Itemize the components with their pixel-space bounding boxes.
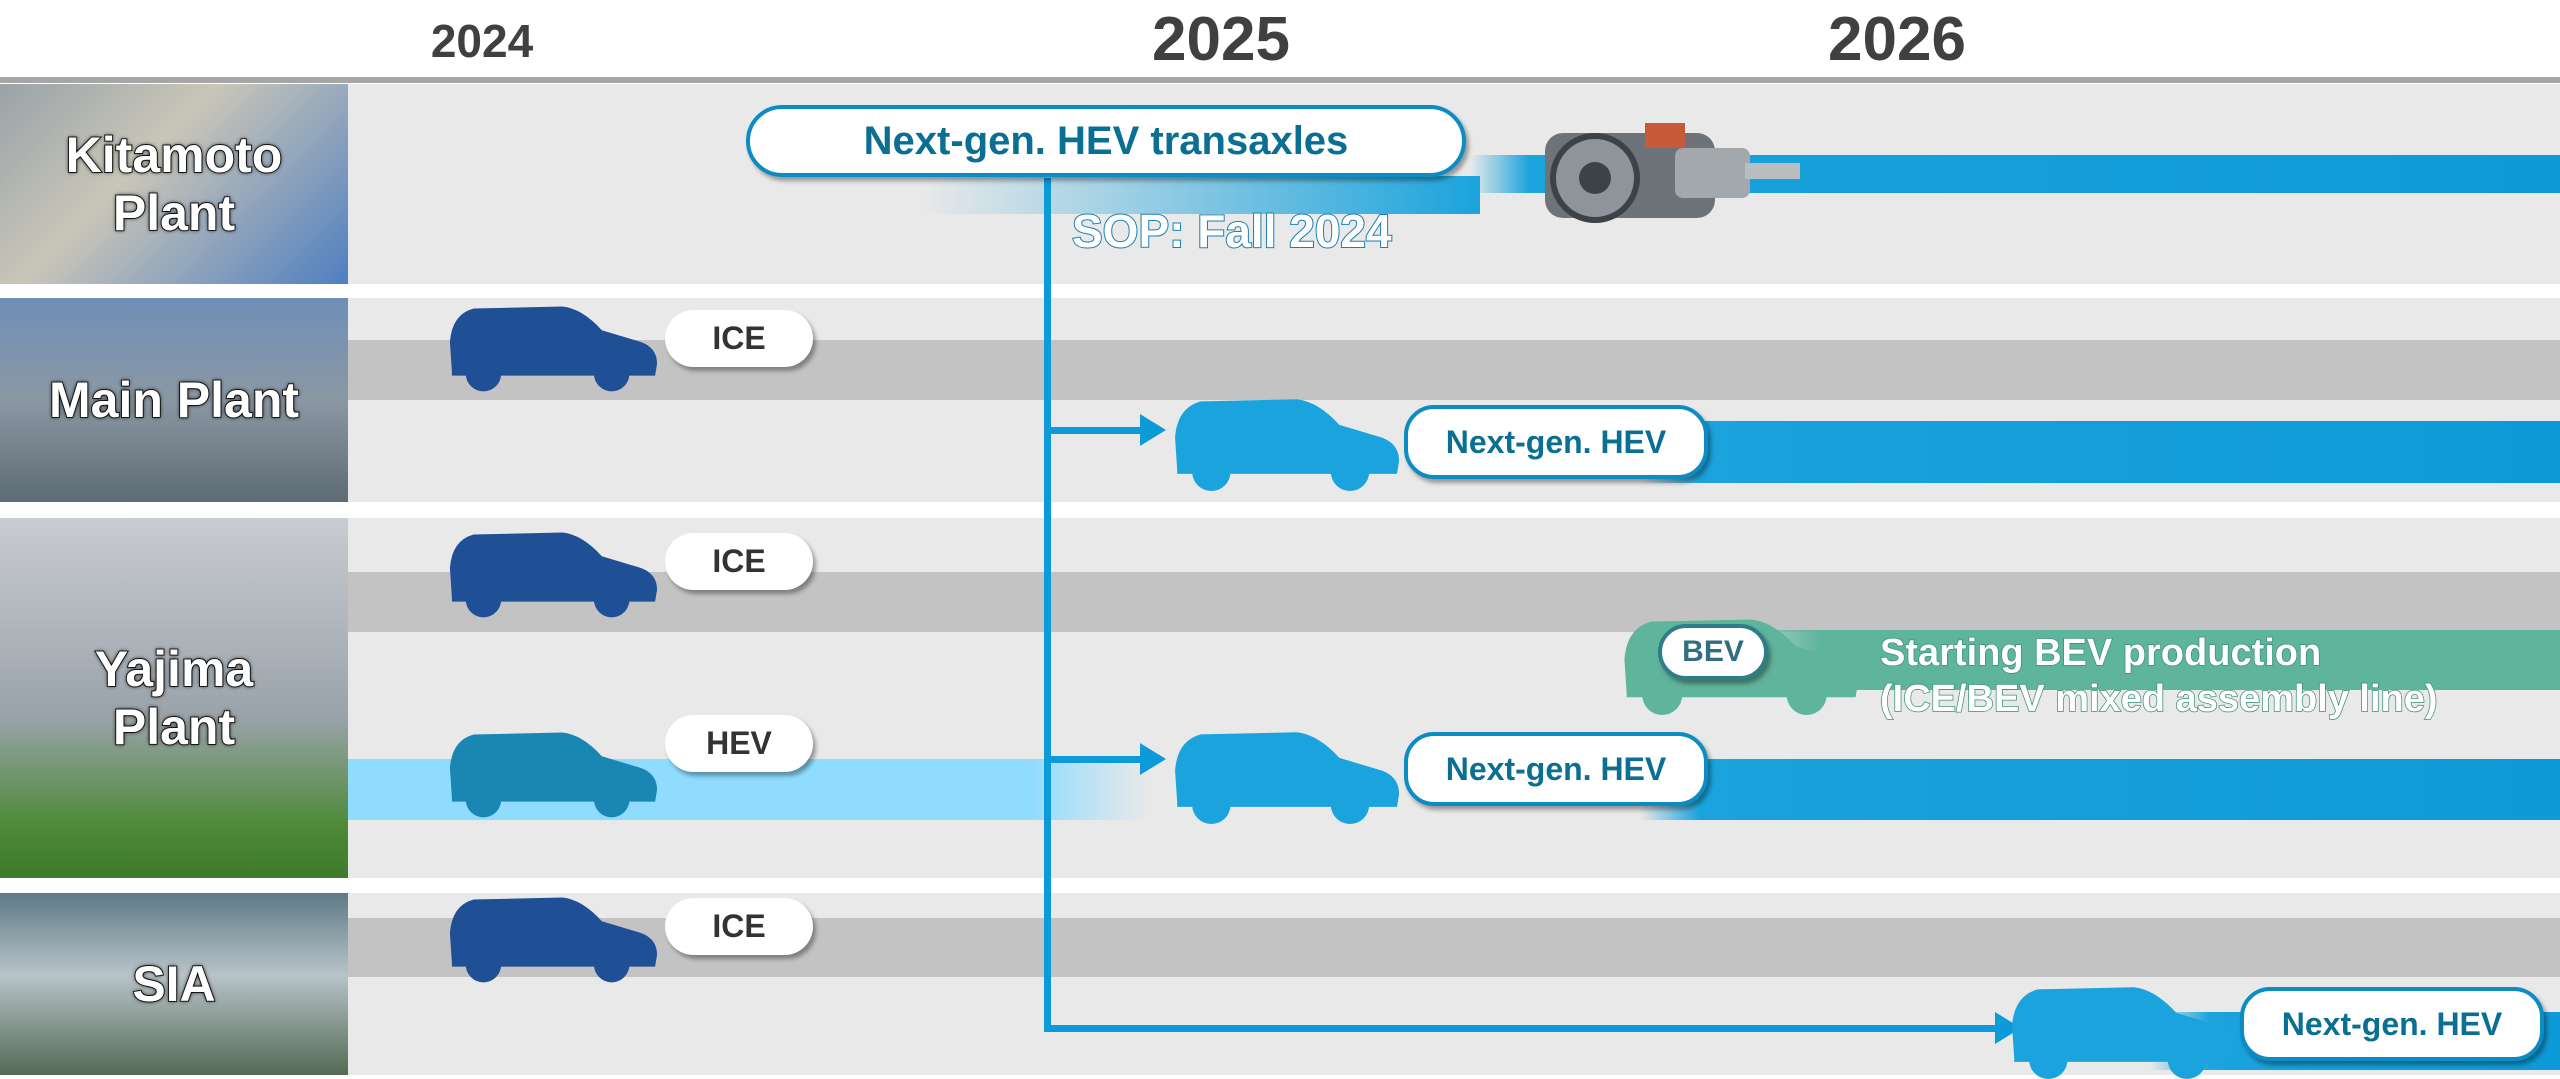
sia-plant-photo: SIA: [0, 893, 348, 1075]
connector-yajima: [1044, 756, 1149, 763]
hev-label: HEV: [665, 715, 813, 772]
arrow-main-icon: [1140, 414, 1166, 446]
next-gen-hev-car-icon: [1168, 728, 1404, 824]
next-gen-hev-label: Next-gen. HEV: [1404, 405, 1708, 479]
plant-name-sia: SIA: [131, 955, 216, 1013]
next-gen-hev-label: Next-gen. HEV: [1404, 732, 1708, 806]
bev-note-line2: (ICE/BEV mixed assembly line): [1879, 677, 2438, 721]
plant-name-kitamoto: Kitamoto Plant: [65, 126, 284, 242]
bev-note: Starting BEV production (ICE/BEV mixed a…: [1879, 630, 2438, 722]
lane-kitamoto-fade: [920, 176, 1480, 214]
year-2024: 2024: [430, 15, 534, 67]
transaxle-label: Next-gen. HEV transaxles: [746, 105, 1466, 177]
lane-yajima-nextgen: [1640, 759, 2560, 820]
yajima-plant-photo: Yajima Plant: [0, 518, 348, 878]
year-2025: 2025: [1152, 5, 1290, 74]
sop-label: SOP: Fall 2024: [1071, 204, 1393, 258]
sop-connector-vertical: [1044, 178, 1051, 1032]
header-divider: [0, 77, 2560, 83]
ice-car-icon: [444, 302, 661, 392]
plant-name-main: Main Plant: [48, 371, 300, 429]
arrow-yajima-icon: [1140, 743, 1166, 775]
ice-car-icon: [444, 893, 661, 983]
transaxle-icon: [1545, 123, 1800, 223]
kitamoto-plant-photo: Kitamoto Plant: [0, 84, 348, 284]
hev-car-icon: [444, 728, 661, 818]
next-gen-hev-car-icon: [2005, 983, 2241, 1079]
bev-note-line1: Starting BEV production: [1879, 631, 2322, 675]
connector-sia: [1044, 1025, 2004, 1032]
lane-main-nextgen: [1640, 421, 2560, 483]
next-gen-hev-label: Next-gen. HEV: [2240, 987, 2544, 1061]
bev-label: BEV: [1658, 624, 1768, 680]
ice-label: ICE: [665, 310, 813, 367]
main-plant-photo: Main Plant: [0, 298, 348, 502]
ice-car-icon: [444, 528, 661, 618]
ice-label: ICE: [665, 898, 813, 955]
ice-label: ICE: [665, 533, 813, 590]
plant-name-yajima: Yajima Plant: [94, 640, 254, 756]
next-gen-hev-car-icon: [1168, 395, 1404, 491]
connector-main: [1044, 427, 1149, 434]
year-2026: 2026: [1828, 5, 1966, 74]
